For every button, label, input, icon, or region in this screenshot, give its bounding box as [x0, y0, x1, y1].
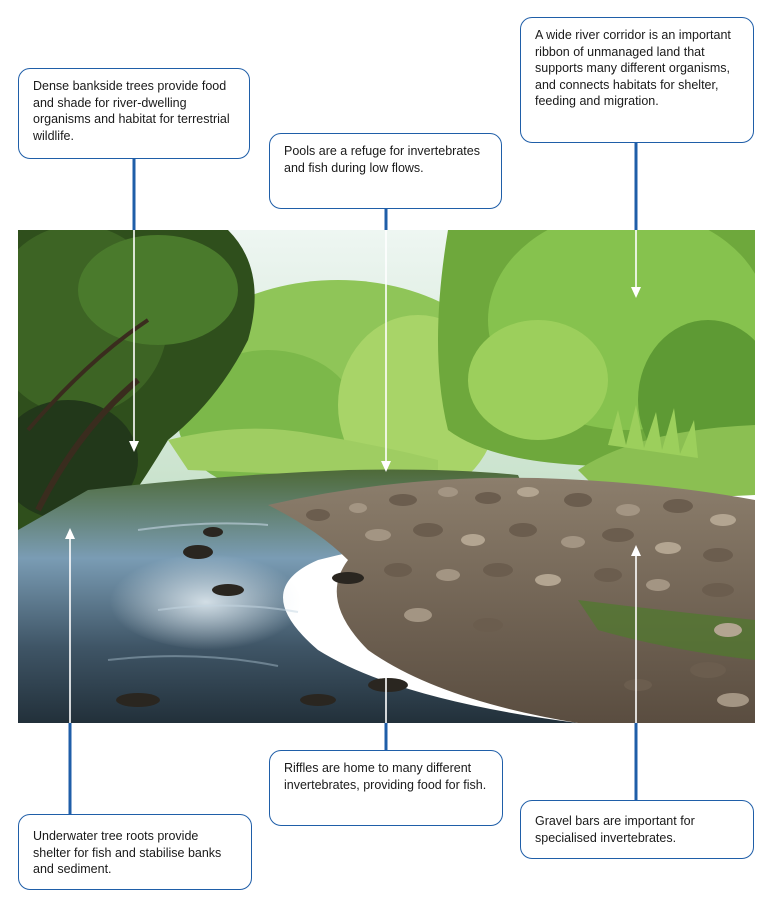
right-bank-grass [578, 425, 755, 497]
callout-gravel-bars: Gravel bars are important for specialise… [520, 800, 754, 859]
callout-tree-roots: Underwater tree roots provide shelter fo… [18, 814, 252, 890]
callout-riffles: Riffles are home to many different inver… [269, 750, 503, 826]
callout-river-corridor: A wide river corridor is an important ri… [520, 17, 754, 143]
middle-bank [168, 428, 438, 480]
callout-bankside-trees: Dense bankside trees provide food and sh… [18, 68, 250, 159]
callout-gravel-bars-text: Gravel bars are important for specialise… [535, 814, 695, 845]
callout-pools-text: Pools are a refuge for invertebrates and… [284, 144, 480, 175]
river-photo [18, 230, 755, 723]
stones [306, 487, 749, 707]
callout-river-corridor-text: A wide river corridor is an important ri… [535, 28, 731, 108]
callout-pools: Pools are a refuge for invertebrates and… [269, 133, 502, 209]
callout-riffles-text: Riffles are home to many different inver… [284, 761, 487, 792]
callout-bankside-trees-text: Dense bankside trees provide food and sh… [33, 79, 230, 143]
water-stones [116, 527, 408, 707]
callout-tree-roots-text: Underwater tree roots provide shelter fo… [33, 829, 222, 876]
gravel-bar [268, 477, 755, 723]
